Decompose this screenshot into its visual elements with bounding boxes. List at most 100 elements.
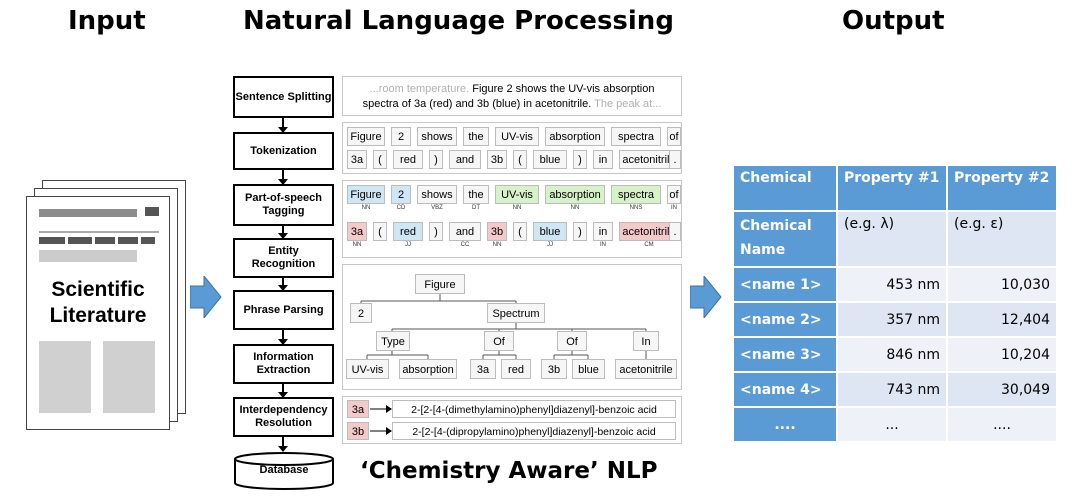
resolution-panel: 3a 2-[2-[4-(dimethylamino)phenyl]diazeny… [342, 396, 682, 444]
pos-token: the [463, 185, 489, 204]
table-cell-name: <name 1> [734, 268, 836, 301]
stage-interdependency-resolution: Interdependency Resolution [233, 397, 334, 437]
flow-arrow-icon [278, 226, 288, 239]
document-page-front: Scientific Literature [26, 196, 170, 430]
table-subheader-cell: Chemical Name [734, 212, 836, 266]
pos-tag-label: JJ [547, 242, 553, 248]
resolution-label: 3a [347, 400, 369, 418]
tokenization-token: red [393, 150, 423, 169]
sentence-main: Figure 2 shows the UV-vis absorption spe… [362, 83, 655, 110]
pos-tag-label: IN [600, 242, 606, 248]
tree-node-spectrum: Spectrum [487, 303, 545, 323]
table-header-cell: Chemical [734, 166, 836, 210]
pos-token: of [667, 185, 681, 204]
tokenization-token: ) [429, 150, 443, 169]
tree-node-number: 2 [350, 303, 372, 323]
table-cell-name: <name 4> [734, 373, 836, 406]
table-cell: 357 nm [838, 303, 946, 336]
sentence-context-before: ...room temperature. [369, 83, 473, 95]
tokenization-token: . [669, 150, 681, 169]
tokenization-token: in [593, 150, 613, 169]
table-header-row: Chemical Property #1 Property #2 [734, 166, 1056, 210]
pos-tag-label: VBZ [431, 205, 443, 211]
pos-token: and [449, 222, 481, 241]
stage-pos-tagging: Part-of-speech Tagging [233, 184, 334, 226]
table-cell: 743 nm [838, 373, 946, 406]
doc-title-bar [39, 209, 137, 217]
pos-token: red [393, 222, 423, 241]
table-subheader-cell: (e.g. λ) [838, 212, 946, 266]
input-header: Input [68, 6, 146, 36]
sentence-panel: ...room temperature. Figure 2 shows the … [342, 76, 682, 116]
flow-arrow-icon [278, 384, 288, 398]
tokenization-token: absorption [545, 127, 605, 146]
output-arrow-icon [690, 276, 722, 318]
database-icon [234, 452, 334, 490]
table-subheader-cell: (e.g. ε) [948, 212, 1056, 266]
tree-node-in: In [633, 331, 659, 351]
flow-arrow-icon [278, 278, 288, 291]
table-header-cell: Property #2 [948, 166, 1056, 210]
pos-token: acetonitrile [619, 222, 679, 241]
flow-arrow-icon [278, 330, 288, 345]
stage-entity-recognition: Entity Recognition [233, 238, 334, 278]
table-cell: 846 nm [838, 338, 946, 371]
output-table: Chemical Property #1 Property #2 Chemica… [732, 164, 1058, 443]
tokenization-token: ) [573, 150, 587, 169]
table-subheader-row: Chemical Name (e.g. λ) (e.g. ε) [734, 212, 1056, 266]
pos-tag-label: IN [671, 205, 677, 211]
tokenization-token: of [667, 127, 681, 146]
tokenization-token: 3b [487, 150, 507, 169]
pos-tag-label: CC [460, 242, 470, 248]
doc-logo-block [145, 207, 159, 216]
doc-column-right [103, 341, 155, 413]
table-cell: .... [948, 408, 1056, 441]
stage-database: Database [259, 464, 309, 476]
pos-token: 3a [347, 222, 367, 241]
document-label-line: Literature [49, 304, 147, 327]
tree-leaf: 3a [470, 359, 496, 379]
pos-token: blue [533, 222, 567, 241]
doc-author-bar [118, 237, 138, 244]
doc-author-bar [95, 237, 115, 244]
tokenization-token: 3a [347, 150, 367, 169]
table-cell: 10,030 [948, 268, 1056, 301]
flow-arrow-icon [278, 170, 288, 185]
tokenization-token: the [463, 127, 489, 146]
tree-node-type: Type [376, 331, 410, 351]
table-row: <name 2> 357 nm 12,404 [734, 303, 1056, 336]
doc-author-bar [39, 237, 65, 244]
pos-token: shows [417, 185, 457, 204]
resolution-name: 2-[2-[4-(dipropylamino)phenyl]diazenyl]-… [392, 422, 676, 440]
table-cell-name: <name 3> [734, 338, 836, 371]
parse-tree-panel: Figure 2 Spectrum Type Of Of In UV-vis a… [342, 264, 682, 390]
tokenization-token: Figure [347, 127, 385, 146]
flow-arrow-icon [278, 437, 288, 452]
resolution-label: 3b [347, 422, 369, 440]
pos-token: ) [573, 222, 587, 241]
pos-token: 3b [487, 222, 507, 241]
tree-leaf: 3b [541, 359, 567, 379]
pos-token: . [669, 222, 681, 241]
sentence-context-after: The peak at... [591, 98, 662, 110]
tokenization-token: and [449, 150, 481, 169]
tree-leaf: red [501, 359, 531, 379]
table-cell: 12,404 [948, 303, 1056, 336]
pos-token: ) [429, 222, 443, 241]
pos-token: ( [513, 222, 527, 241]
pos-tag-label: NN [361, 205, 371, 211]
flow-arrow-icon [278, 118, 288, 133]
input-arrow-icon [190, 276, 222, 318]
tokenization-token: spectra [611, 127, 661, 146]
pos-tag-label: CD [396, 205, 406, 211]
doc-abstract-bar [39, 250, 137, 262]
pos-token: absorption [545, 185, 605, 204]
resolution-arrow-icon [370, 405, 392, 413]
table-cell-name: .... [734, 408, 836, 441]
stage-sentence-splitting: Sentence Splitting [233, 76, 334, 118]
tree-leaf: acetonitrile [615, 359, 677, 379]
tree-node-root: Figure [415, 274, 465, 294]
table-cell: 30,049 [948, 373, 1056, 406]
output-header: Output [842, 6, 945, 36]
pos-tag-label: NN [352, 242, 362, 248]
